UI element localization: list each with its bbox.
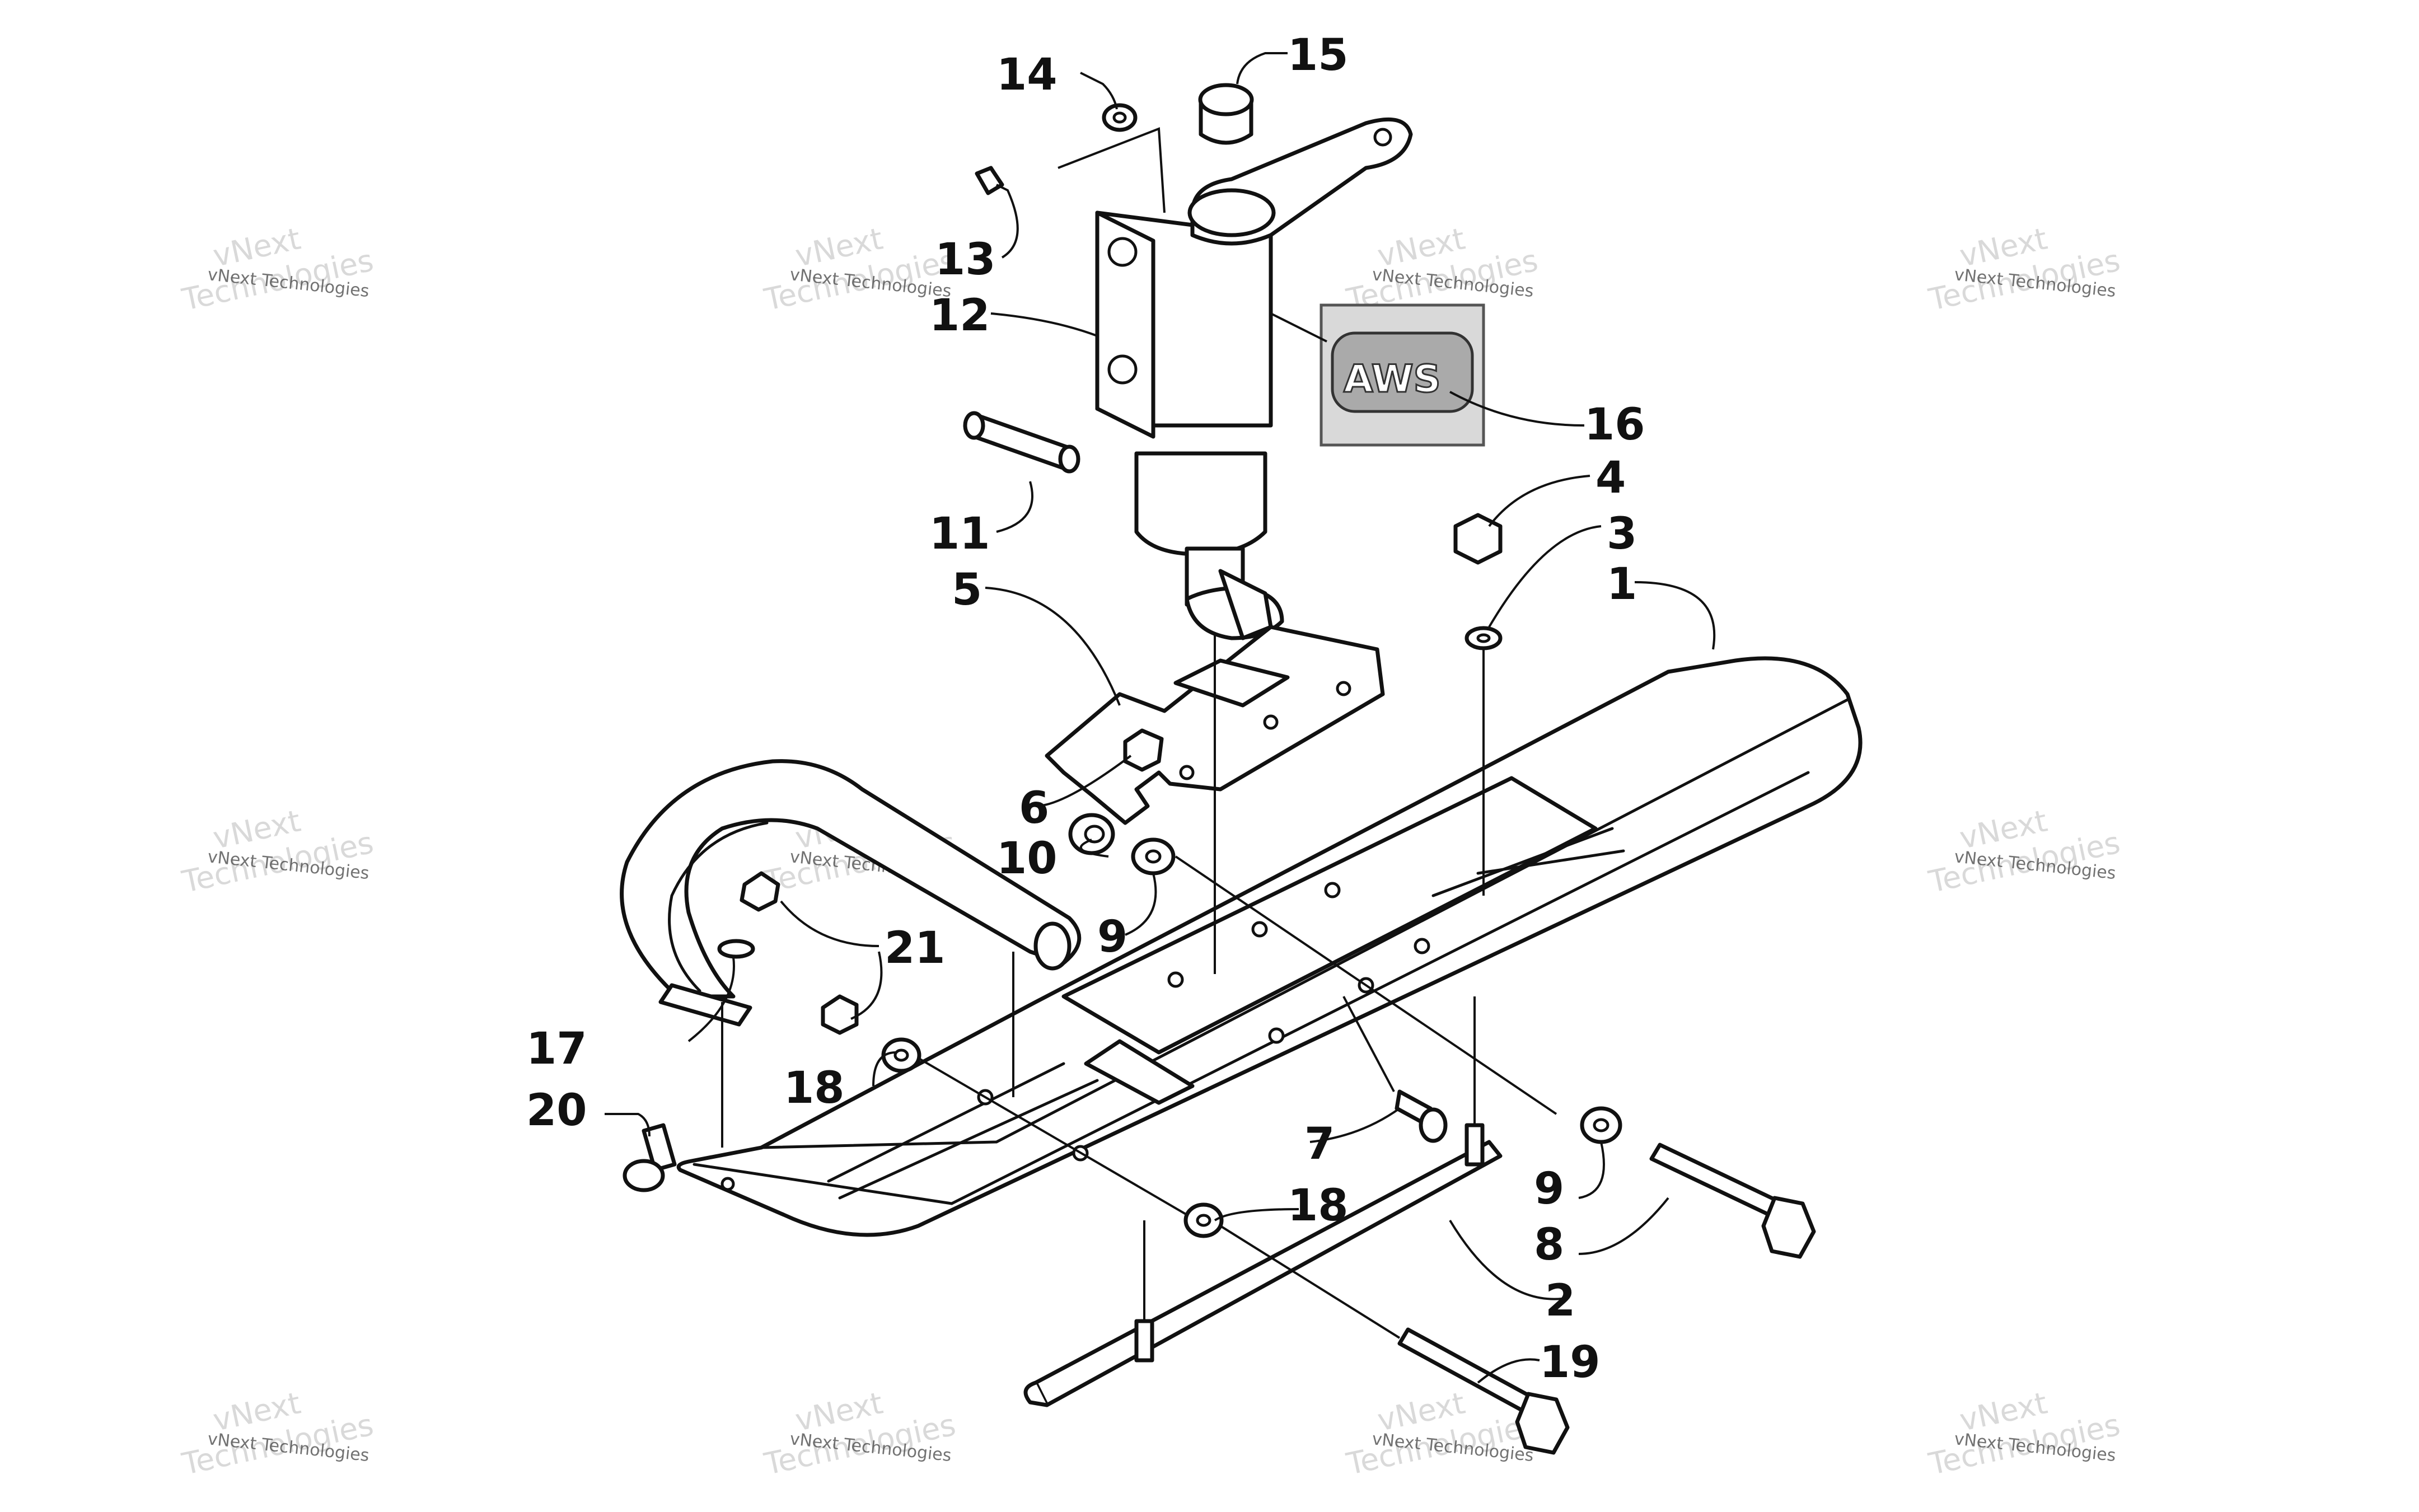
callout-20: 20 [526,1085,587,1136]
callout-13: 13 [935,235,996,285]
nut-21 [717,871,780,959]
callout-6: 6 [1019,783,1049,834]
callout-12: 12 [929,291,990,341]
nut-21-lower [821,994,859,1035]
watermark: Technologies vNext vNext Technologies [761,221,958,318]
callout-3: 3 [1607,509,1637,559]
aws-decal: AWS [1320,303,1485,447]
callout-11: 11 [929,509,990,559]
watermark: Technologies vNext vNext Technologies [179,221,376,318]
bolt-7 [1395,1089,1448,1143]
bolt-19 [1397,1327,1570,1455]
callout-14: 14 [996,50,1058,100]
callout-5: 5 [952,565,982,615]
hardware-group [623,83,1816,1455]
nut-4 [1453,513,1503,565]
washer-9-lower [1580,1106,1622,1144]
watermark: Technologies vNext vNext Technologies [1925,803,2123,900]
callout-1: 1 [1607,559,1637,610]
spindle-housing [1095,117,1413,640]
callout-10: 10 [996,834,1058,884]
callout-18-left: 18 [784,1063,845,1113]
callout-21: 21 [885,923,946,973]
leader-lines [605,52,1716,1384]
watermark: Technologies vNext vNext Technologies [1343,221,1541,318]
callout-18-right: 18 [1288,1181,1349,1231]
bushing-14 [1102,103,1138,132]
washer-18-left [881,1037,921,1073]
callout-8: 8 [1534,1220,1564,1270]
cap-15 [1198,83,1254,145]
washer-3 [1464,626,1503,650]
bushing-10 [1068,813,1115,855]
washer-9-upper [1131,837,1176,876]
pivot-pin [963,411,1080,474]
screw-20 [623,1123,677,1192]
svg-text:AWS: AWS [1344,357,1441,401]
watermark: Technologies vNext vNext Technologies [1925,221,2123,318]
wear-bar [1023,996,1503,1407]
callout-4: 4 [1595,453,1626,503]
callout-16: 16 [1584,400,1645,450]
callout-15: 15 [1288,30,1349,81]
bolt-8 [1649,1143,1816,1259]
callout-2: 2 [1545,1276,1575,1326]
watermark: Technologies vNext vNext Technologies [179,803,376,900]
watermark: Technologies vNext vNext Technologies [761,1385,958,1482]
callout-9-upper: 9 [1097,912,1127,962]
washer-18-right [1183,1202,1224,1238]
grease-fitting-13 [975,166,1004,195]
watermark: Technologies vNext vNext Technologies [1925,1385,2123,1482]
nut-6 [1123,728,1164,772]
callout-19: 19 [1540,1337,1601,1388]
watermark: Technologies vNext vNext Technologies [179,1385,376,1482]
callout-17: 17 [526,1024,587,1074]
callout-7: 7 [1304,1119,1335,1169]
callout-9-lower: 9 [1534,1164,1564,1214]
callout-labels: 1 2 3 4 5 6 7 8 9 9 10 11 12 13 14 15 16… [526,30,1645,1388]
ski-loop-handle [620,759,1082,1027]
